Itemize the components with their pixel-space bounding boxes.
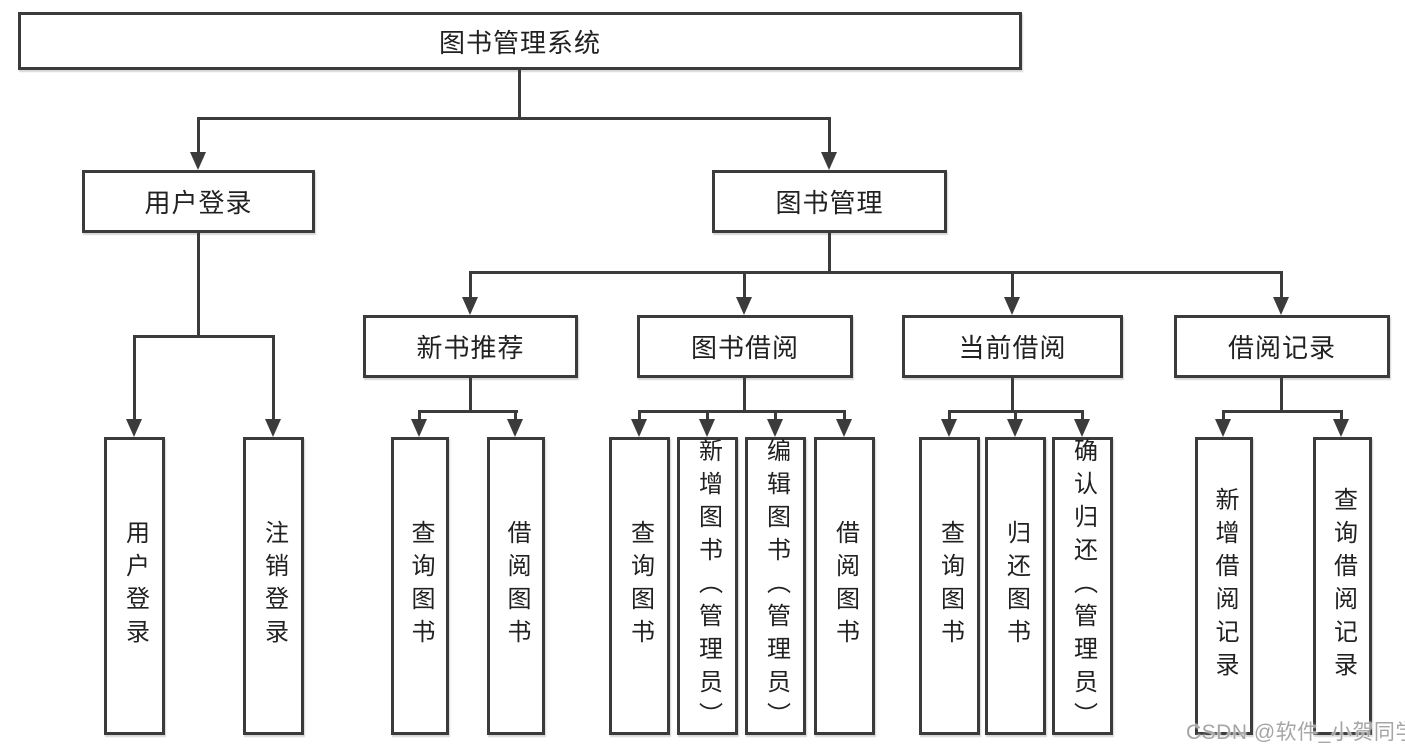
- edge-currentborrow-drop3: [1081, 410, 1084, 422]
- leaf-borrow-edit-admin: 编辑图书（管理员）: [745, 437, 806, 735]
- arrowhead-icon: [941, 419, 957, 437]
- leaf-borrow-edit-admin-label: 编辑图书（管理员）: [762, 437, 790, 735]
- node-user-login-label: 用户登录: [144, 188, 253, 218]
- leaf-record-add-label: 新增借阅记录: [1211, 487, 1238, 685]
- edge-bookmgmt-drop4: [1280, 271, 1283, 299]
- node-borrow-record: 借阅记录: [1174, 315, 1390, 378]
- node-new-book-recommend: 新书推荐: [363, 315, 578, 378]
- leaf-borrow-query-label: 查询图书: [626, 520, 654, 652]
- leaf-logout: 注销登录: [243, 437, 304, 735]
- edge-newbook-stem: [469, 378, 472, 410]
- arrowhead-icon: [1007, 419, 1023, 437]
- edge-userlogin-drop2: [272, 335, 275, 421]
- node-borrow-record-label: 借阅记录: [1227, 333, 1336, 363]
- edge-bookborrow-drop1: [638, 410, 641, 422]
- leaf-newbook-borrow-label: 借阅图书: [503, 520, 530, 652]
- edge-bookborrow-bar: [638, 410, 846, 413]
- leaf-logout-label: 注销登录: [260, 520, 288, 652]
- arrowhead-icon: [1333, 419, 1349, 437]
- edge-newbook-bar: [418, 410, 518, 413]
- edge-newbook-drop2: [514, 410, 517, 422]
- edge-userlogin-bar: [133, 335, 275, 338]
- edge-bookmgmt-bar: [469, 271, 1283, 274]
- edge-newbook-drop1: [418, 410, 421, 422]
- edge-userlogin-stem: [197, 233, 200, 335]
- leaf-borrow-add-admin: 新增图书（管理员）: [677, 437, 738, 735]
- arrowhead-icon: [1004, 297, 1020, 315]
- leaf-current-confirm-admin-label: 确认归还（管理员）: [1069, 437, 1097, 735]
- arrowhead-icon: [736, 297, 752, 315]
- edge-root-bar: [197, 117, 831, 120]
- edge-root-drop-left: [197, 117, 200, 155]
- arrowhead-icon: [411, 419, 427, 437]
- leaf-record-add: 新增借阅记录: [1195, 437, 1253, 735]
- node-book-borrow-label: 图书借阅: [690, 333, 799, 363]
- edge-bookmgmt-drop3: [1011, 271, 1014, 299]
- edge-userlogin-drop1: [133, 335, 136, 421]
- edge-currentborrow-drop1: [948, 410, 951, 422]
- leaf-user-login: 用户登录: [104, 437, 165, 735]
- node-user-login: 用户登录: [82, 170, 315, 233]
- leaf-borrow-add-admin-label: 新增图书（管理员）: [694, 437, 722, 735]
- edge-bookmgmt-drop2: [743, 271, 746, 299]
- arrowhead-icon: [1074, 419, 1090, 437]
- arrowhead-icon: [631, 419, 647, 437]
- edge-bookborrow-drop3: [774, 410, 777, 422]
- arrowhead-icon: [821, 152, 837, 170]
- node-book-management-label: 图书管理: [775, 188, 884, 218]
- node-current-borrow-label: 当前借阅: [958, 333, 1067, 363]
- arrowhead-icon: [462, 297, 478, 315]
- arrowhead-icon: [190, 152, 206, 170]
- leaf-current-confirm-admin: 确认归还（管理员）: [1052, 437, 1113, 735]
- leaf-current-query-label: 查询图书: [936, 520, 964, 652]
- edge-bookmgmt-stem: [828, 233, 831, 271]
- leaf-newbook-query-label: 查询图书: [407, 520, 434, 652]
- edge-borrowrecord-drop1: [1222, 410, 1225, 422]
- leaf-borrow-query: 查询图书: [609, 437, 670, 735]
- arrowhead-icon: [507, 419, 523, 437]
- leaf-record-query: 查询借阅记录: [1313, 437, 1372, 735]
- edge-currentborrow-stem: [1011, 378, 1014, 410]
- edge-root-stem: [518, 70, 521, 117]
- edge-bookborrow-drop4: [843, 410, 846, 422]
- edge-borrowrecord-drop2: [1340, 410, 1343, 422]
- leaf-newbook-query: 查询图书: [391, 437, 449, 735]
- leaf-current-return-label: 归还图书: [1002, 520, 1030, 652]
- leaf-borrow-book-label: 借阅图书: [831, 520, 859, 652]
- arrowhead-icon: [126, 419, 142, 437]
- node-book-management: 图书管理: [712, 170, 947, 233]
- edge-borrowrecord-bar: [1222, 410, 1343, 413]
- leaf-newbook-borrow: 借阅图书: [487, 437, 545, 735]
- leaf-borrow-book: 借阅图书: [814, 437, 875, 735]
- node-root-label: 图书管理系统: [438, 27, 601, 58]
- arrowhead-icon: [699, 419, 715, 437]
- leaf-record-query-label: 查询借阅记录: [1329, 487, 1357, 685]
- edge-bookborrow-stem: [743, 378, 746, 410]
- leaf-current-return: 归还图书: [985, 437, 1046, 735]
- arrowhead-icon: [836, 419, 852, 437]
- edge-bookmgmt-drop1: [469, 271, 472, 299]
- edge-borrowrecord-stem: [1280, 378, 1283, 410]
- edge-root-drop-right: [828, 117, 831, 155]
- arrowhead-icon: [1215, 419, 1231, 437]
- csdn-watermark: CSDN @软件_小贺同学: [1186, 721, 1405, 744]
- node-book-borrow: 图书借阅: [637, 315, 853, 378]
- arrowhead-icon: [767, 419, 783, 437]
- arrowhead-icon: [265, 419, 281, 437]
- leaf-user-login-label: 用户登录: [121, 520, 149, 652]
- arrowhead-icon: [1273, 297, 1289, 315]
- node-root: 图书管理系统: [18, 12, 1022, 70]
- node-new-book-recommend-label: 新书推荐: [416, 333, 525, 363]
- node-current-borrow: 当前借阅: [902, 315, 1123, 378]
- edge-currentborrow-drop2: [1014, 410, 1017, 422]
- leaf-current-query: 查询图书: [919, 437, 980, 735]
- edge-bookborrow-drop2: [706, 410, 709, 422]
